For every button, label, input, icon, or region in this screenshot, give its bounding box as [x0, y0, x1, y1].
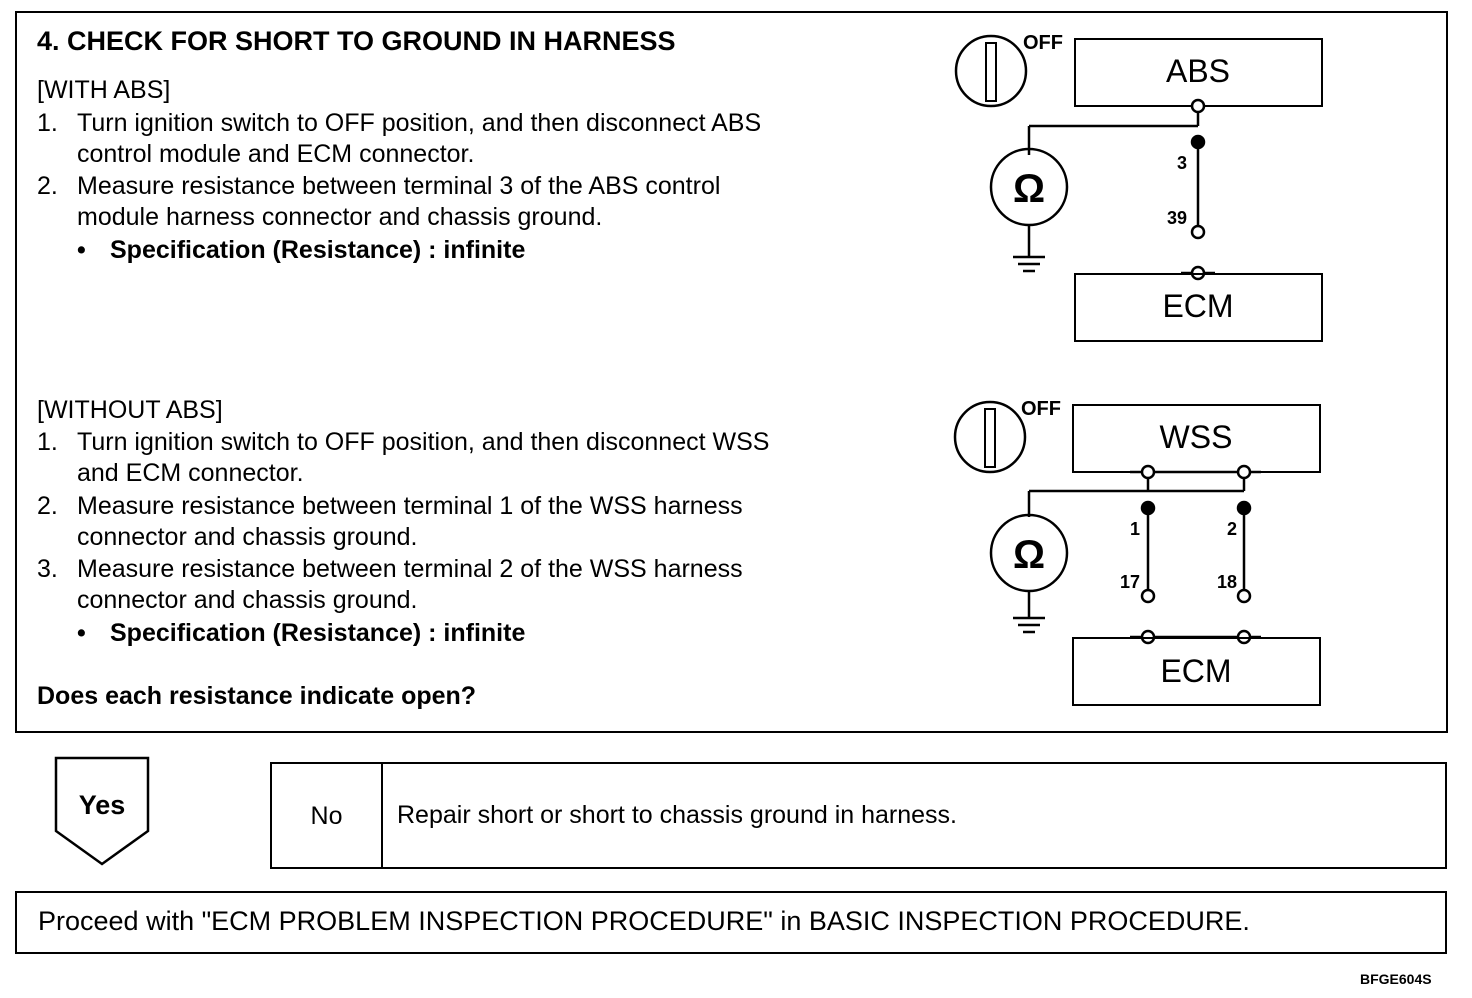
ignition-switch-icon: [953, 400, 1027, 474]
item-text: connector and chassis ground.: [77, 523, 418, 551]
spec-text: Specification (Resistance) : infinite: [110, 236, 526, 264]
proceed-text: Proceed with "ECM PROBLEM INSPECTION PRO…: [38, 906, 1250, 936]
ground-icon: [1013, 255, 1045, 273]
without-abs-header: [WITHOUT ABS]: [37, 396, 223, 424]
switch-off-label: OFF: [1021, 398, 1061, 420]
step-panel: [15, 11, 1448, 733]
step-title: 4. CHECK FOR SHORT TO GROUND IN HARNESS: [37, 26, 676, 56]
wss-circuit-diagram: OFF WSS Ω 1 2 17 18 ECM: [953, 398, 1321, 706]
list-item: 1. Turn ignition switch to OFF position,…: [37, 427, 937, 491]
no-label: No: [310, 802, 343, 830]
item-text: connector and chassis ground.: [77, 586, 418, 614]
item-text: Measure resistance between terminal 2 of…: [77, 555, 743, 583]
no-box: [270, 762, 1447, 869]
pin-label: 39: [1167, 208, 1187, 228]
item-text: and ECM connector.: [77, 459, 304, 487]
item-text: control module and ECM connector.: [77, 140, 475, 168]
yes-label: Yes: [78, 790, 126, 820]
ignition-switch-icon: [954, 34, 1028, 108]
proceed-box: [15, 891, 1447, 954]
bullet-icon: •: [77, 619, 86, 647]
ecm-module-box: [1074, 273, 1323, 342]
item-number: 2.: [37, 492, 58, 520]
yes-arrow-icon: [54, 756, 150, 866]
item-number: 1.: [37, 109, 58, 137]
item-text: Turn ignition switch to OFF position, an…: [77, 428, 770, 456]
switch-off-label: OFF: [1023, 32, 1063, 54]
spec-item: • Specification (Resistance) : infinite: [77, 618, 777, 650]
spec-text: Specification (Resistance) : infinite: [110, 619, 526, 647]
ecm-module-label: ECM: [1162, 288, 1233, 324]
no-action-text: Repair short or short to chassis ground …: [397, 801, 957, 829]
list-item: 2. Measure resistance between terminal 3…: [37, 171, 937, 235]
item-number: 1.: [37, 428, 58, 456]
ohmmeter-symbol: Ω: [1013, 533, 1045, 577]
question-text: Does each resistance indicate open?: [37, 682, 477, 710]
no-divider: [381, 762, 383, 869]
item-text: Measure resistance between terminal 3 of…: [77, 172, 721, 200]
list-item: 1. Turn ignition switch to OFF position,…: [37, 108, 937, 172]
abs-circuit-diagram: OFF ABS Ω 3 39 ECM: [954, 32, 1323, 342]
pin-label: 3: [1177, 153, 1187, 173]
pin-label: 18: [1217, 572, 1237, 592]
spec-item: • Specification (Resistance) : infinite: [77, 235, 777, 267]
pin-label: 2: [1227, 519, 1237, 539]
item-text: Measure resistance between terminal 1 of…: [77, 492, 743, 520]
bullet-icon: •: [77, 236, 86, 264]
pin-label: 1: [1130, 519, 1140, 539]
abs-module-label: ABS: [1166, 53, 1230, 89]
pin-label: 17: [1120, 572, 1140, 592]
with-abs-header: [WITH ABS]: [37, 76, 171, 104]
ohmmeter-symbol: Ω: [1013, 167, 1045, 211]
item-number: 3.: [37, 555, 58, 583]
ground-icon: [1013, 616, 1045, 634]
item-text: Turn ignition switch to OFF position, an…: [77, 109, 762, 137]
item-text: module harness connector and chassis gro…: [77, 203, 603, 231]
figure-id: BFGE604S: [1360, 971, 1432, 987]
ecm-module-box: [1072, 637, 1321, 706]
list-item: 3. Measure resistance between terminal 2…: [37, 554, 937, 618]
list-item: 2. Measure resistance between terminal 1…: [37, 491, 937, 555]
item-number: 2.: [37, 172, 58, 200]
ecm-module-label: ECM: [1160, 653, 1231, 689]
wss-module-label: WSS: [1160, 419, 1233, 455]
